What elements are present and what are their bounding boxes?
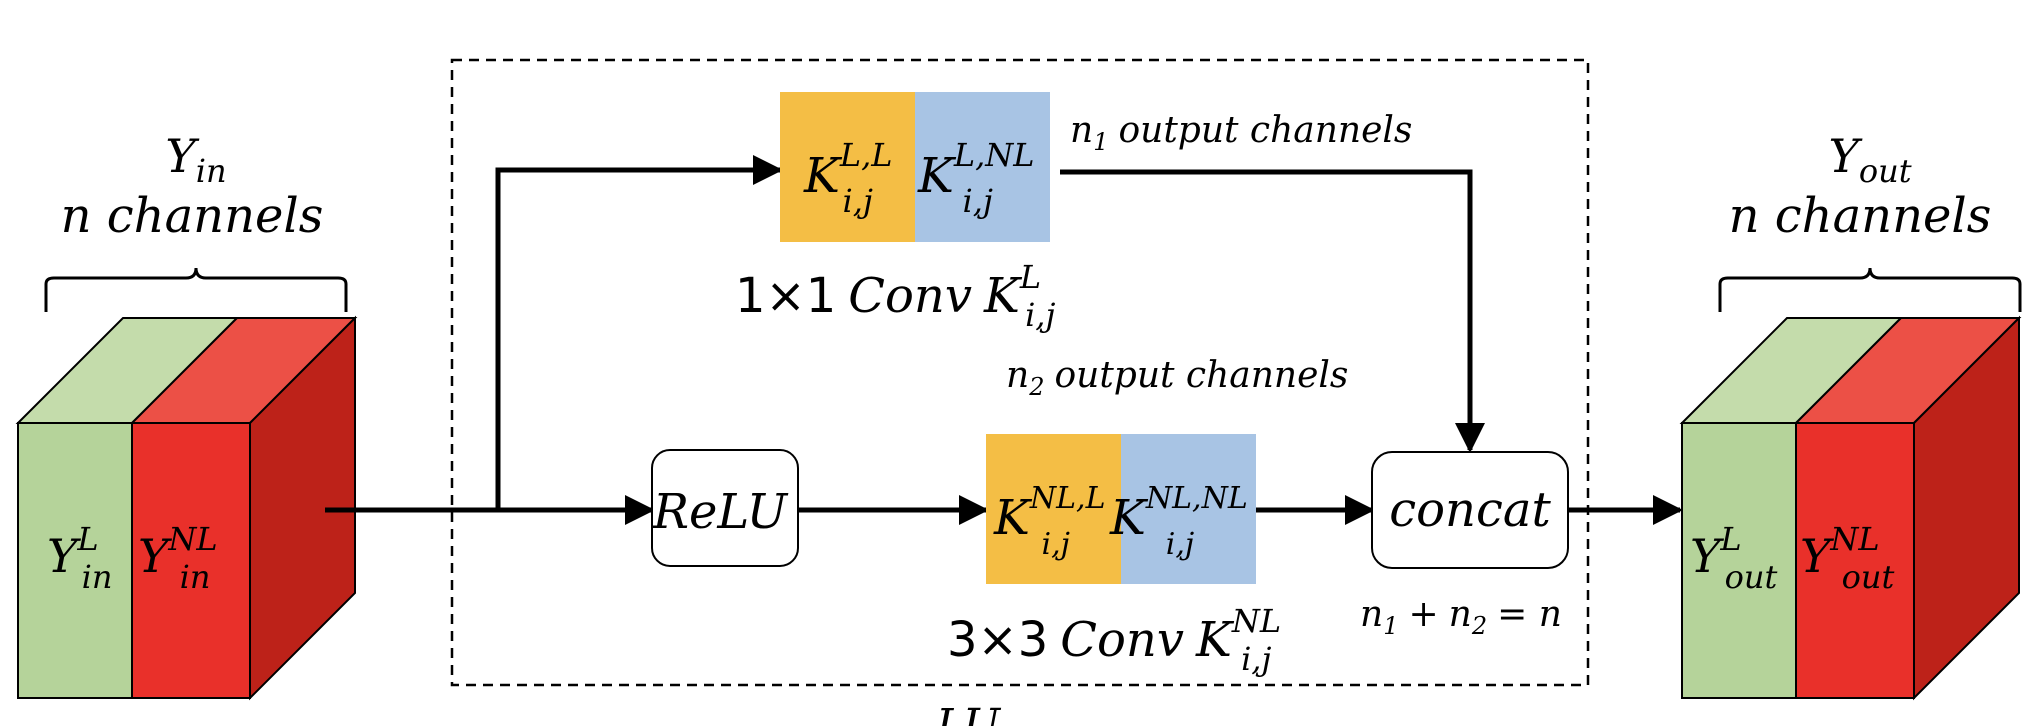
conv1x1-kernel-linear bbox=[780, 92, 915, 242]
output-title: Yout bbox=[1828, 129, 1911, 190]
concat-label: concat bbox=[1389, 482, 1551, 538]
conv1x1-kernel-nonlinear bbox=[915, 92, 1050, 242]
input-title: Yin bbox=[165, 129, 226, 190]
channel-sum-equation: n1+n2= n bbox=[1360, 594, 1562, 640]
output-front-linear bbox=[1681, 422, 1797, 699]
conv3x3-kernel-linear bbox=[986, 434, 1121, 584]
input-brace bbox=[44, 267, 348, 312]
branch-up-arrow bbox=[495, 155, 783, 510]
conv3x3-kernel-nonlinear bbox=[1121, 434, 1256, 584]
output-brace bbox=[1718, 267, 2022, 312]
relu-box bbox=[651, 449, 799, 567]
conv1-to-concat-arrow bbox=[1060, 169, 1485, 453]
block-outline bbox=[450, 58, 1590, 687]
concat-box bbox=[1371, 451, 1569, 569]
block-label: LU bbox=[935, 700, 1002, 726]
input-front-nonlinear bbox=[131, 422, 251, 699]
input-channels-label: n channels bbox=[61, 188, 324, 244]
output-channels-label: n channels bbox=[1729, 188, 1992, 244]
relu-label: ReLU bbox=[652, 484, 789, 540]
output-front-nonlinear bbox=[1795, 422, 1915, 699]
